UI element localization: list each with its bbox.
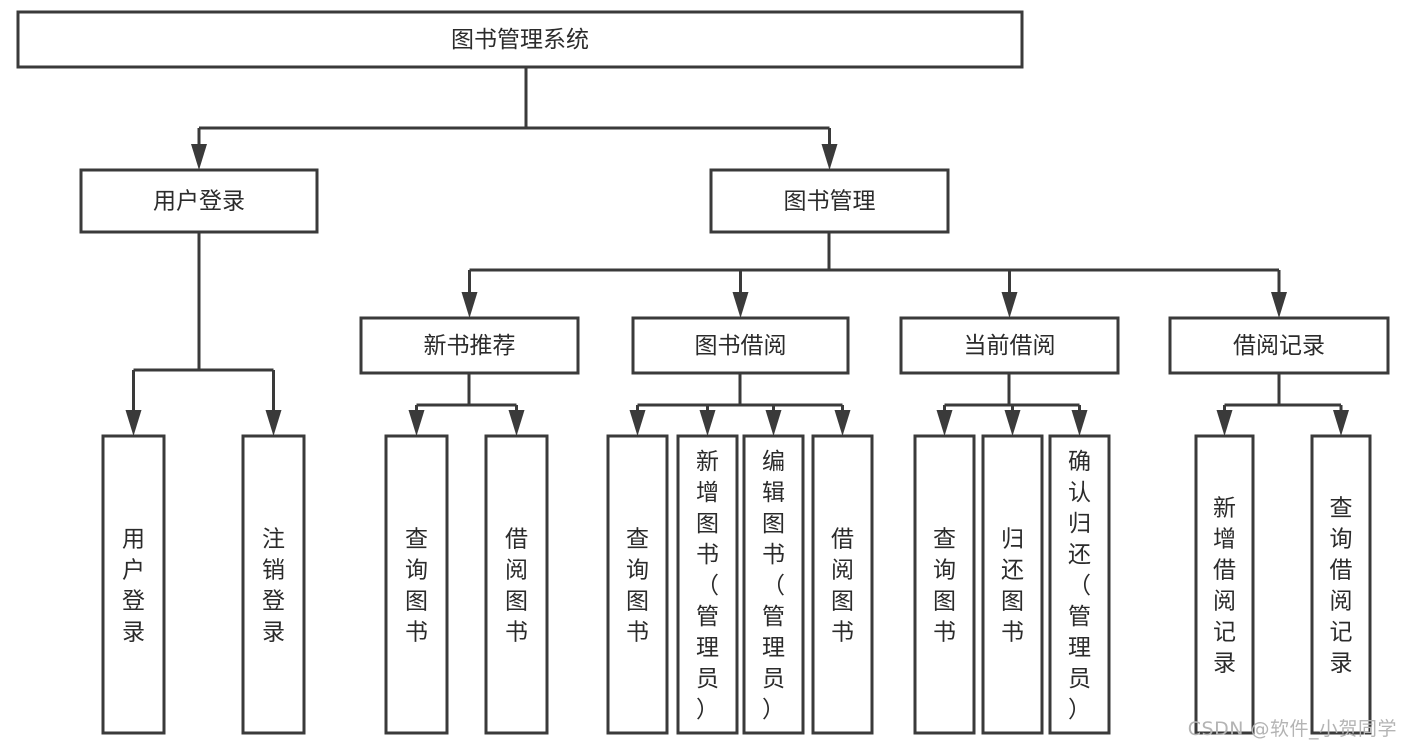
node-leaf-user-login[interactable]: 用户登录 xyxy=(101,434,166,735)
node-box[interactable] xyxy=(384,434,449,735)
connector-arrowhead xyxy=(732,292,749,318)
connector-arrowhead xyxy=(834,410,851,436)
node-label: 用户登录 xyxy=(122,527,145,646)
connector-arrowhead xyxy=(1071,410,1088,436)
node-box[interactable] xyxy=(913,434,976,735)
connector-group xyxy=(461,232,1287,318)
node-box[interactable] xyxy=(742,434,805,735)
connector-arrowhead xyxy=(1271,292,1287,318)
node-box[interactable] xyxy=(981,434,1044,735)
node-label: 用户登录 xyxy=(153,189,245,215)
connector-arrowhead xyxy=(821,144,838,170)
node-leaf-confirm-return[interactable]: 确认归还（管理员） xyxy=(1048,434,1111,735)
node-leaf-query-book-1[interactable]: 查询图书 xyxy=(384,434,449,735)
node-label: 当前借阅 xyxy=(964,333,1056,359)
connector-arrowhead xyxy=(125,410,142,436)
connector-arrowhead xyxy=(1216,410,1233,436)
node-box[interactable] xyxy=(1048,434,1111,735)
node-box[interactable] xyxy=(241,434,306,735)
node-leaf-query-book-2[interactable]: 查询图书 xyxy=(606,434,669,735)
node-leaf-query-record[interactable]: 查询借阅记录 xyxy=(1310,434,1372,735)
node-box[interactable] xyxy=(709,168,950,234)
node-box[interactable] xyxy=(811,434,874,735)
node-leaf-user-logout[interactable]: 注销登录 xyxy=(241,434,306,735)
node-label: 借阅记录 xyxy=(1233,333,1325,359)
node-label: 新增图书（管理员） xyxy=(696,449,719,723)
node-label: 图书管理系统 xyxy=(451,27,589,53)
node-leaf-add-book[interactable]: 新增图书（管理员） xyxy=(676,434,739,735)
node-leaf-borrow-book-2[interactable]: 借阅图书 xyxy=(811,434,874,735)
node-root[interactable]: 图书管理系统 xyxy=(16,10,1024,69)
node-label: 新书推荐 xyxy=(424,333,516,359)
node-box[interactable] xyxy=(1168,316,1390,375)
node-box[interactable] xyxy=(606,434,669,735)
node-box[interactable] xyxy=(484,434,549,735)
connector-group xyxy=(936,373,1088,436)
node-label: 图书借阅 xyxy=(695,333,787,359)
node-leaf-return-book[interactable]: 归还图书 xyxy=(981,434,1044,735)
connector-arrowhead xyxy=(461,292,478,318)
node-box[interactable] xyxy=(899,316,1120,375)
node-layer: 图书管理系统用户登录图书管理新书推荐图书借阅当前借阅借阅记录用户登录注销登录查询… xyxy=(16,10,1390,735)
csdn-watermark: CSDN @软件_小贺同学 xyxy=(1187,718,1397,740)
connector-layer xyxy=(125,67,1349,436)
connector-arrowhead xyxy=(1333,410,1349,436)
connector-arrowhead xyxy=(191,144,207,170)
node-box[interactable] xyxy=(101,434,166,735)
node-label: 借阅图书 xyxy=(505,527,528,646)
connector-arrowhead xyxy=(408,410,425,436)
node-new-book-recommend[interactable]: 新书推荐 xyxy=(359,316,580,375)
node-label: 查询借阅记录 xyxy=(1330,496,1353,677)
node-box[interactable] xyxy=(1194,434,1255,735)
node-box[interactable] xyxy=(79,168,319,234)
node-label: 查询图书 xyxy=(405,527,428,646)
node-label: 确认归还（管理员） xyxy=(1068,449,1091,723)
connector-group xyxy=(191,67,838,170)
connector-arrowhead xyxy=(765,410,782,436)
node-label: 借阅图书 xyxy=(831,527,854,646)
node-book-borrow[interactable]: 图书借阅 xyxy=(631,316,850,375)
node-label: 新增借阅记录 xyxy=(1213,496,1236,677)
node-leaf-borrow-book-1[interactable]: 借阅图书 xyxy=(484,434,549,735)
connector-arrowhead xyxy=(936,410,953,436)
node-box[interactable] xyxy=(359,316,580,375)
connector-group xyxy=(125,232,282,436)
connector-arrowhead xyxy=(1001,292,1018,318)
node-leaf-edit-book[interactable]: 编辑图书（管理员） xyxy=(742,434,805,735)
node-user-login[interactable]: 用户登录 xyxy=(79,168,319,234)
node-book-manage[interactable]: 图书管理 xyxy=(709,168,950,234)
connector-group xyxy=(629,373,851,436)
connector-arrowhead xyxy=(508,410,525,436)
connector-arrowhead xyxy=(699,410,716,436)
node-label: 图书管理 xyxy=(784,189,876,215)
connector-group xyxy=(408,373,525,436)
node-box[interactable] xyxy=(16,10,1024,69)
connector-arrowhead xyxy=(629,410,646,436)
node-label: 查询图书 xyxy=(933,527,956,646)
node-box[interactable] xyxy=(676,434,739,735)
node-borrow-record[interactable]: 借阅记录 xyxy=(1168,316,1390,375)
node-label: 编辑图书（管理员） xyxy=(762,449,785,723)
node-label: 注销登录 xyxy=(262,527,285,646)
node-current-borrow[interactable]: 当前借阅 xyxy=(899,316,1120,375)
connector-group xyxy=(1216,373,1349,436)
node-leaf-add-record[interactable]: 新增借阅记录 xyxy=(1194,434,1255,735)
node-leaf-query-book-3[interactable]: 查询图书 xyxy=(913,434,976,735)
node-label: 归还图书 xyxy=(1001,527,1024,646)
connector-arrowhead xyxy=(265,410,282,436)
connector-arrowhead xyxy=(1004,410,1021,436)
node-box[interactable] xyxy=(1310,434,1372,735)
node-label: 查询图书 xyxy=(626,527,649,646)
node-box[interactable] xyxy=(631,316,850,375)
